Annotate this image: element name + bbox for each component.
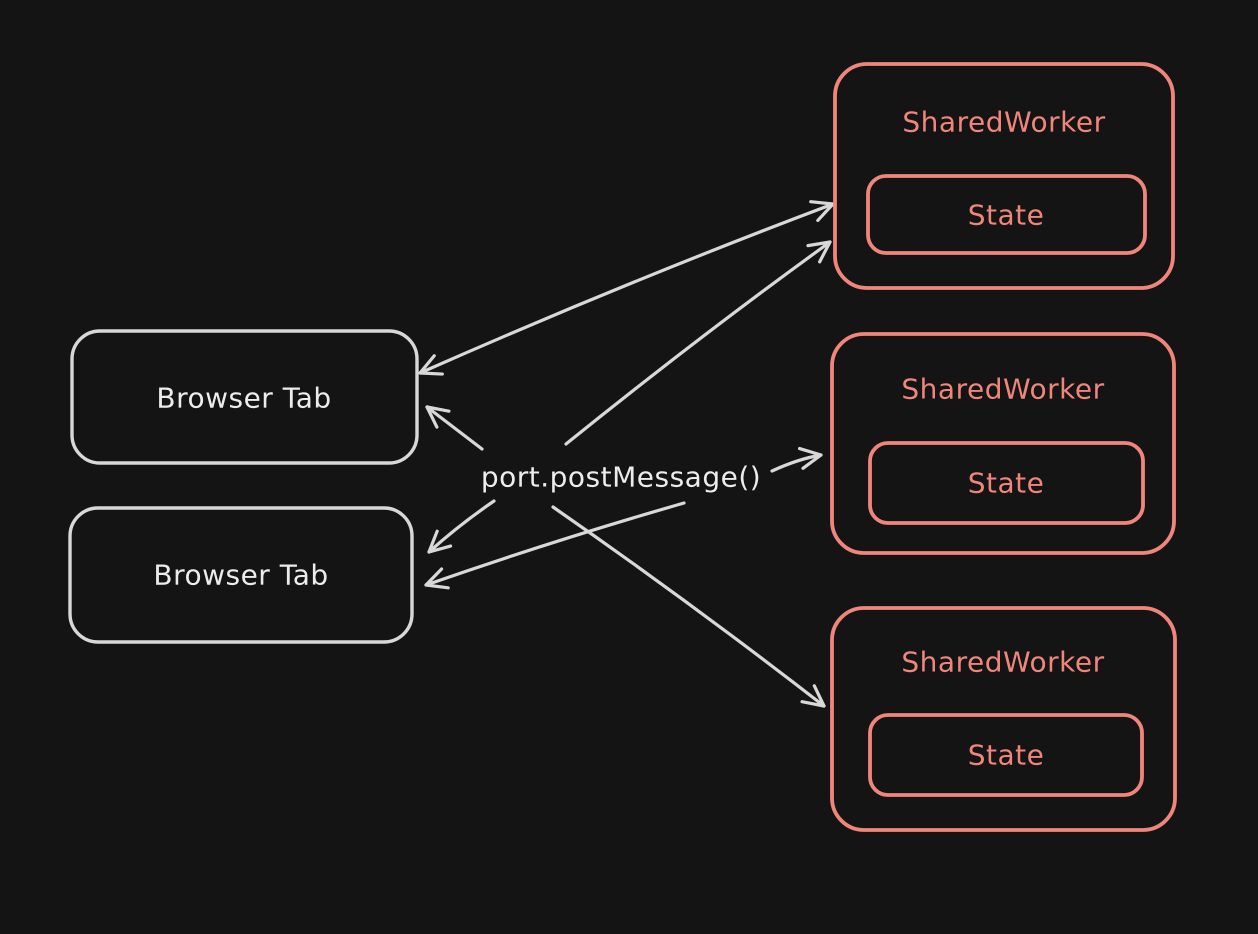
browser-tab-2: Browser Tab [68,506,414,644]
arrow-label-to-shared-worker-2 [770,446,823,473]
shared-worker-3: SharedWorker State [830,606,1177,832]
arrow-label-to-browser-tab-2-lower [424,501,686,590]
shared-worker-2-state-label: State [968,467,1045,500]
shared-worker-1-state-label: State [968,199,1045,232]
shared-worker-2: SharedWorker State [830,332,1176,555]
shared-worker-3-state-box [868,713,1144,797]
browser-tab-2-box [68,506,414,644]
arrow-browser-tab-1-shared-worker-1-bidirectional [418,200,835,376]
browser-tab-2-label: Browser Tab [153,559,328,592]
browser-tab-1: Browser Tab [70,329,419,465]
shared-worker-3-state-label: State [968,739,1045,772]
shared-worker-3-label: SharedWorker [901,646,1104,679]
shared-worker-2-label: SharedWorker [901,373,1104,406]
browser-tab-1-label: Browser Tab [156,382,331,415]
shared-worker-1-box [833,62,1175,290]
arrow-label-to-browser-tab-2-upper [427,499,496,554]
shared-worker-3-box [830,606,1177,832]
shared-worker-1-label: SharedWorker [902,106,1105,139]
shared-worker-1: SharedWorker State [833,62,1175,290]
shared-worker-1-state-box [866,174,1147,255]
shared-worker-2-box [830,332,1176,555]
arrow-label-to-browser-tab-1 [425,405,484,451]
arrow-label-to-shared-worker-3 [551,505,826,708]
browser-tab-1-box [70,329,419,465]
shared-worker-2-state-box [868,441,1145,525]
arrow-label-to-shared-worker-1 [564,240,832,446]
port-postmessage-label: port.postMessage() [481,461,761,494]
edges [418,200,835,708]
